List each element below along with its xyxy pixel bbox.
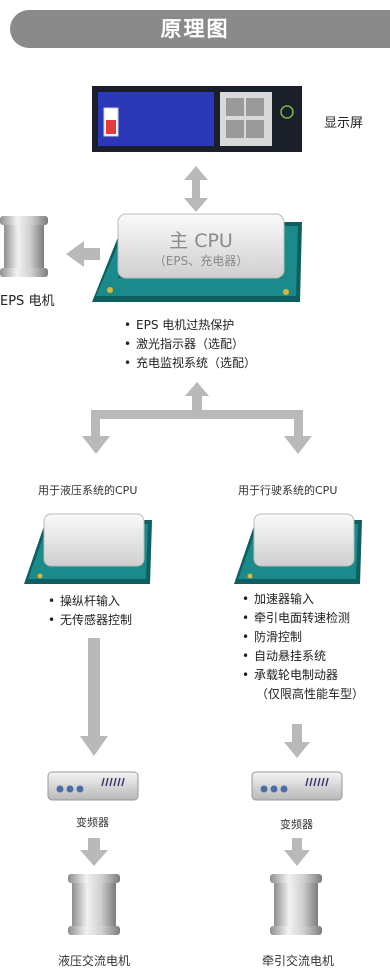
list-item: 充电监视系统（选配） — [124, 354, 256, 373]
display-screen-icon — [92, 86, 302, 152]
hydraulic-inverter-label: 变频器 — [76, 816, 109, 829]
hydraulic-motor-icon — [68, 874, 120, 935]
list-item: 操纵杆输入 — [48, 592, 132, 611]
hydraulic-cpu-label: 用于液压系统的CPU — [38, 484, 138, 497]
list-item: 自动悬挂系统 — [242, 647, 364, 666]
title-bar — [10, 10, 390, 48]
main-cpu-subtitle: （EPS、充电器） — [153, 254, 249, 268]
main-cpu-chip-icon — [92, 213, 302, 302]
hydraulic-inverter-icon — [47, 771, 139, 801]
page-title: 原理图 — [160, 17, 230, 41]
drive-feature-list: 加速器输入 牵引电面转速检测 防滑控制 自动悬挂系统 承载轮电制动器 （仅限高性… — [242, 590, 364, 704]
arrow-to-eps-motor-icon — [66, 241, 100, 267]
traction-motor-label: 牵引交流电机 — [262, 954, 335, 968]
arrow-inverter-motor-left-icon — [80, 838, 108, 866]
hydraulic-motor-label: 液压交流电机 — [58, 954, 131, 968]
eps-motor-icon — [0, 216, 48, 277]
list-item: 无传感器控制 — [48, 611, 132, 630]
list-item: 承载轮电制动器 — [242, 666, 364, 685]
list-item-note: （仅限高性能车型） — [256, 687, 365, 701]
arrow-display-cpu-icon — [184, 166, 208, 212]
hydraulic-cpu-chip-icon — [24, 513, 152, 584]
traction-motor-icon — [270, 874, 322, 935]
display-label: 显示屏 — [324, 116, 364, 131]
hydraulic-feature-list: 操纵杆输入 无传感器控制 — [48, 592, 132, 630]
list-item: 牵引电面转速检测 — [242, 609, 364, 628]
drive-cpu-chip-icon — [234, 513, 362, 584]
drive-inverter-icon — [251, 771, 343, 801]
branch-arrows-icon — [82, 382, 312, 454]
main-cpu-title: 主 CPU — [169, 230, 233, 252]
list-item: 加速器输入 — [242, 590, 364, 609]
list-item: 防滑控制 — [242, 628, 364, 647]
arrow-inverter-motor-right-icon — [284, 838, 310, 866]
arrow-hydraulic-down-icon — [80, 638, 108, 756]
drive-cpu-label: 用于行驶系统的CPU — [238, 484, 338, 497]
main-cpu-feature-list: EPS 电机过热保护 激光指示器（选配） 充电监视系统（选配） — [124, 316, 256, 373]
eps-motor-label: EPS 电机 — [0, 294, 55, 309]
list-item: EPS 电机过热保护 — [124, 316, 256, 335]
drive-inverter-label: 变频器 — [280, 818, 313, 831]
arrow-drive-down-icon — [284, 724, 310, 758]
list-item: 激光指示器（选配） — [124, 335, 256, 354]
